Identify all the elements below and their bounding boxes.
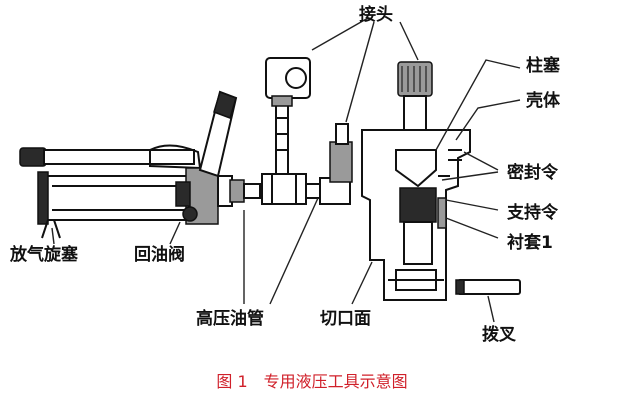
plunger-rod — [403, 95, 427, 131]
cutter-head — [361, 61, 471, 301]
leader-lines — [51, 17, 521, 323]
return-valve-knob — [182, 206, 198, 222]
label-vent-plug: 放气旋塞 — [9, 244, 79, 265]
label-bushing: 衬套1 — [507, 232, 553, 253]
label-hp-hose: 高压油管 — [196, 308, 264, 329]
pump-handle-grip — [19, 147, 47, 167]
t-joint — [261, 173, 307, 205]
joint-right-nozzle — [335, 123, 349, 145]
label-seal: 密封令 — [507, 162, 559, 183]
label-joint: 接头 — [359, 4, 393, 25]
hand-pump — [19, 90, 245, 239]
fork-bar — [457, 279, 521, 295]
joint-top-left — [265, 57, 311, 99]
pump-handle-joint — [149, 144, 202, 170]
label-return-valve: 回油阀 — [134, 244, 185, 265]
label-plunger: 柱塞 — [526, 55, 561, 76]
high-pressure-hose — [243, 57, 353, 205]
label-shell: 壳体 — [525, 90, 561, 111]
label-fork: 拨叉 — [482, 324, 517, 345]
label-support: 支持令 — [507, 202, 559, 223]
figure-caption: 图 1 专用液压工具示意图 — [216, 372, 407, 391]
pump-handle-bar — [43, 149, 195, 165]
pump-reservoir — [43, 175, 195, 221]
plunger-cap — [397, 61, 433, 97]
vent-plug-knob — [41, 219, 61, 239]
bushing — [437, 197, 447, 229]
label-cut-face: 切口面 — [320, 309, 371, 329]
seal-marks — [438, 149, 462, 177]
